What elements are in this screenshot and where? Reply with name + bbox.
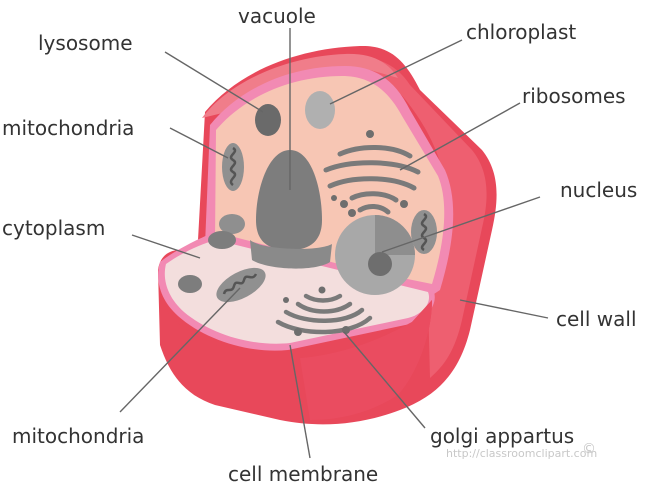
mitochondria-right-cristae	[420, 212, 428, 252]
label-mitochondria-top: mitochondria	[2, 116, 135, 140]
vacuole-floor-part	[250, 240, 332, 269]
label-ribosomes: ribosomes	[522, 84, 626, 108]
mitochondria-top-cristae	[229, 146, 237, 187]
label-golgi: golgi appartus	[430, 424, 575, 448]
label-nucleus: nucleus	[560, 178, 638, 202]
label-cytoplasm: cytoplasm	[2, 216, 106, 240]
cell-wall-front-shade	[300, 300, 432, 420]
ribosomes-shape	[323, 145, 421, 215]
label-vacuole: vacuole	[238, 4, 316, 28]
nucleus-cut	[375, 215, 415, 255]
label-lysosome: lysosome	[38, 31, 133, 55]
watermark-text: http://classroomclipart.com	[446, 447, 598, 460]
mitochondria-bottom-cristae	[222, 273, 258, 295]
lysosome-shape	[255, 104, 281, 136]
cell-wall-side-highlight	[340, 57, 487, 378]
label-cell-wall: cell wall	[556, 307, 637, 331]
small-organelle-floor-left	[208, 231, 236, 249]
label-cell-membrane: cell membrane	[228, 462, 379, 486]
watermark-copyright-icon: ©	[582, 441, 596, 457]
floor-organelle	[178, 275, 202, 293]
golgi-shape	[275, 293, 373, 335]
small-organelle-left	[219, 214, 245, 234]
vacuole-shape	[256, 150, 322, 250]
label-chloroplast: chloroplast	[466, 20, 577, 44]
leader-lines	[119, 28, 549, 459]
chloroplast-shape	[305, 91, 335, 129]
nucleolus-shape	[368, 252, 392, 276]
cytoplasm-floor	[164, 240, 430, 344]
cell-wall-top-rim	[202, 53, 398, 118]
ribosome-dots	[331, 130, 408, 217]
label-mitochondria-bottom: mitochondria	[12, 424, 145, 448]
golgi-dots	[283, 286, 350, 336]
